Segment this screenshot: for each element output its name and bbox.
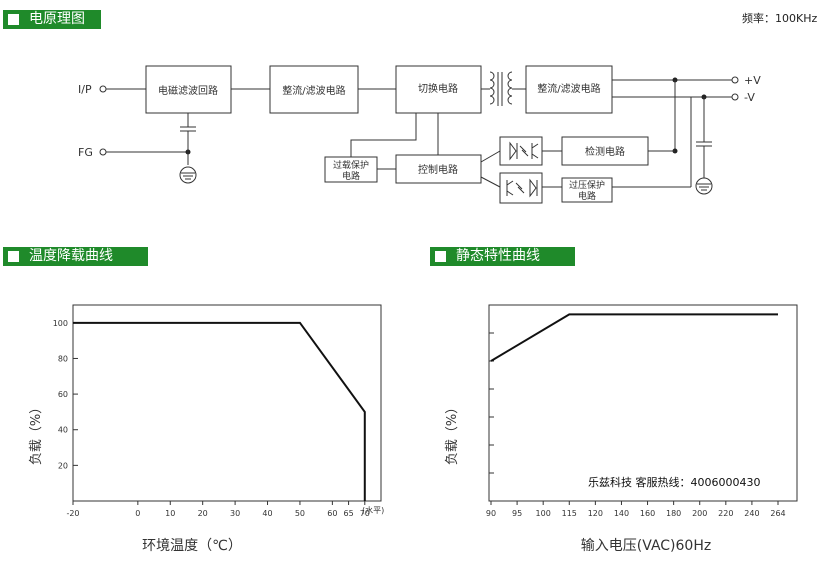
derating-x-tick-label: 65 [343, 509, 353, 518]
schematic-section-title: 电原理图 [3, 10, 101, 29]
control-label: 控制电路 [418, 163, 458, 176]
optocoupler-2-icon [499, 172, 543, 204]
derating-y-tick-label: 40 [58, 426, 68, 435]
vplus-label: +V [744, 74, 761, 87]
overload-protect-line2: 电路 [342, 170, 360, 182]
vminus-label: -V [744, 91, 755, 104]
control-block [395, 154, 482, 184]
derating-title-text: 温度降载曲线 [29, 248, 113, 264]
vplus-terminal-icon [731, 76, 739, 84]
static-x-tick-label: 90 [486, 509, 496, 518]
derating-x-tick-label: 0 [135, 509, 140, 518]
static-title-text: 静态特性曲线 [456, 248, 540, 264]
derating-plot-frame [72, 304, 382, 502]
static-plot-frame [488, 304, 798, 502]
static-y-ticks [489, 332, 494, 474]
static-x-tick-label: 95 [512, 509, 522, 518]
static-x-ticks: 90 95 100 115 120 140 160 180 200 220 240 264 [486, 501, 786, 518]
schematic-diagram: I/P 电磁滤波回路 整流/滤波电路 切换电路 整流/滤波电路 +V -V [78, 65, 761, 204]
rectifier-filter-1-label: 整流/滤波电路 [282, 84, 345, 97]
schematic-title-text: 电原理图 [29, 11, 85, 27]
derating-y-axis-label: 负载（%） [29, 401, 44, 465]
emi-filter-block [145, 65, 232, 114]
static-x-axis-label: 输入电压(VAC)60Hz [581, 538, 711, 554]
section-marker-icon [435, 251, 446, 262]
derating-x-axis-label: 环境温度（℃） [142, 538, 242, 554]
derating-x-tick-label: 60 [327, 509, 337, 518]
detection-label: 检测电路 [585, 145, 625, 158]
input-terminal-icon [99, 85, 107, 93]
optocoupler-1-icon [499, 136, 543, 166]
static-x-tick-label: 180 [666, 509, 681, 518]
overvoltage-protect-line1: 过压保护 [569, 179, 605, 191]
emi-filter-label: 电磁滤波回路 [158, 84, 218, 97]
ground-icon [695, 177, 713, 195]
vminus-terminal-icon [731, 93, 739, 101]
section-marker-icon [8, 14, 19, 25]
derating-section-title: 温度降载曲线 [3, 247, 148, 266]
static-chart: 90 95 100 115 120 140 160 180 200 220 240 264 乐兹科技 … [445, 304, 798, 554]
rectifier-filter-2-label: 整流/滤波电路 [537, 82, 600, 95]
derating-x-ticks: -20 0 10 20 30 40 50 60 65 70 [66, 501, 370, 518]
fg-terminal-label: FG [78, 146, 93, 159]
overvoltage-protect-block [561, 177, 613, 203]
overvoltage-protect-line2: 电路 [578, 190, 596, 202]
static-y-axis-label: 负载（%） [445, 401, 460, 465]
derating-chart: -20 0 10 20 30 40 50 60 65 70 100 80 60 40 20 (水平) 环境… [29, 304, 384, 554]
derating-x-tick-label: 70 [360, 509, 370, 518]
derating-x-tick-label: 40 [262, 509, 272, 518]
static-x-tick-label: 120 [588, 509, 603, 518]
static-x-tick-label: 240 [744, 509, 759, 518]
static-x-tick-label: 100 [536, 509, 551, 518]
hotline-text: 乐兹科技 客服热线：4006000430 [588, 475, 760, 489]
switching-block [395, 65, 482, 114]
derating-curve [73, 321, 366, 501]
static-section-title: 静态特性曲线 [430, 247, 575, 266]
rectifier-filter-2-block [525, 65, 613, 114]
transformer-icon [489, 71, 513, 106]
switching-label: 切换电路 [418, 82, 458, 95]
derating-x-tick-label: 30 [230, 509, 240, 518]
overload-protect-line1: 过载保护 [333, 159, 369, 171]
fg-terminal-icon [99, 148, 107, 156]
static-curve [490, 313, 778, 362]
derating-x-unit-note: (水平) [362, 505, 384, 515]
derating-x-tick-label: 20 [198, 509, 208, 518]
derating-y-tick-label: 20 [58, 461, 68, 470]
rectifier-filter-1-block [269, 65, 359, 114]
derating-y-tick-label: 60 [58, 390, 68, 399]
derating-y-tick-label: 100 [53, 319, 68, 328]
section-marker-icon [8, 251, 19, 262]
static-x-tick-label: 140 [614, 509, 629, 518]
derating-y-tick-label: 80 [58, 354, 68, 363]
static-x-tick-label: 160 [640, 509, 655, 518]
derating-x-tick-label: 10 [165, 509, 175, 518]
derating-x-tick-label: -20 [66, 509, 79, 518]
static-x-tick-label: 115 [562, 509, 577, 518]
static-x-tick-label: 200 [692, 509, 707, 518]
input-terminal-label: I/P [78, 83, 92, 96]
static-x-tick-label: 264 [770, 509, 785, 518]
derating-x-tick-label: 50 [295, 509, 305, 518]
static-x-tick-label: 220 [718, 509, 733, 518]
frequency-label: 频率：100KHz [742, 12, 818, 25]
ground-icon [179, 166, 197, 184]
